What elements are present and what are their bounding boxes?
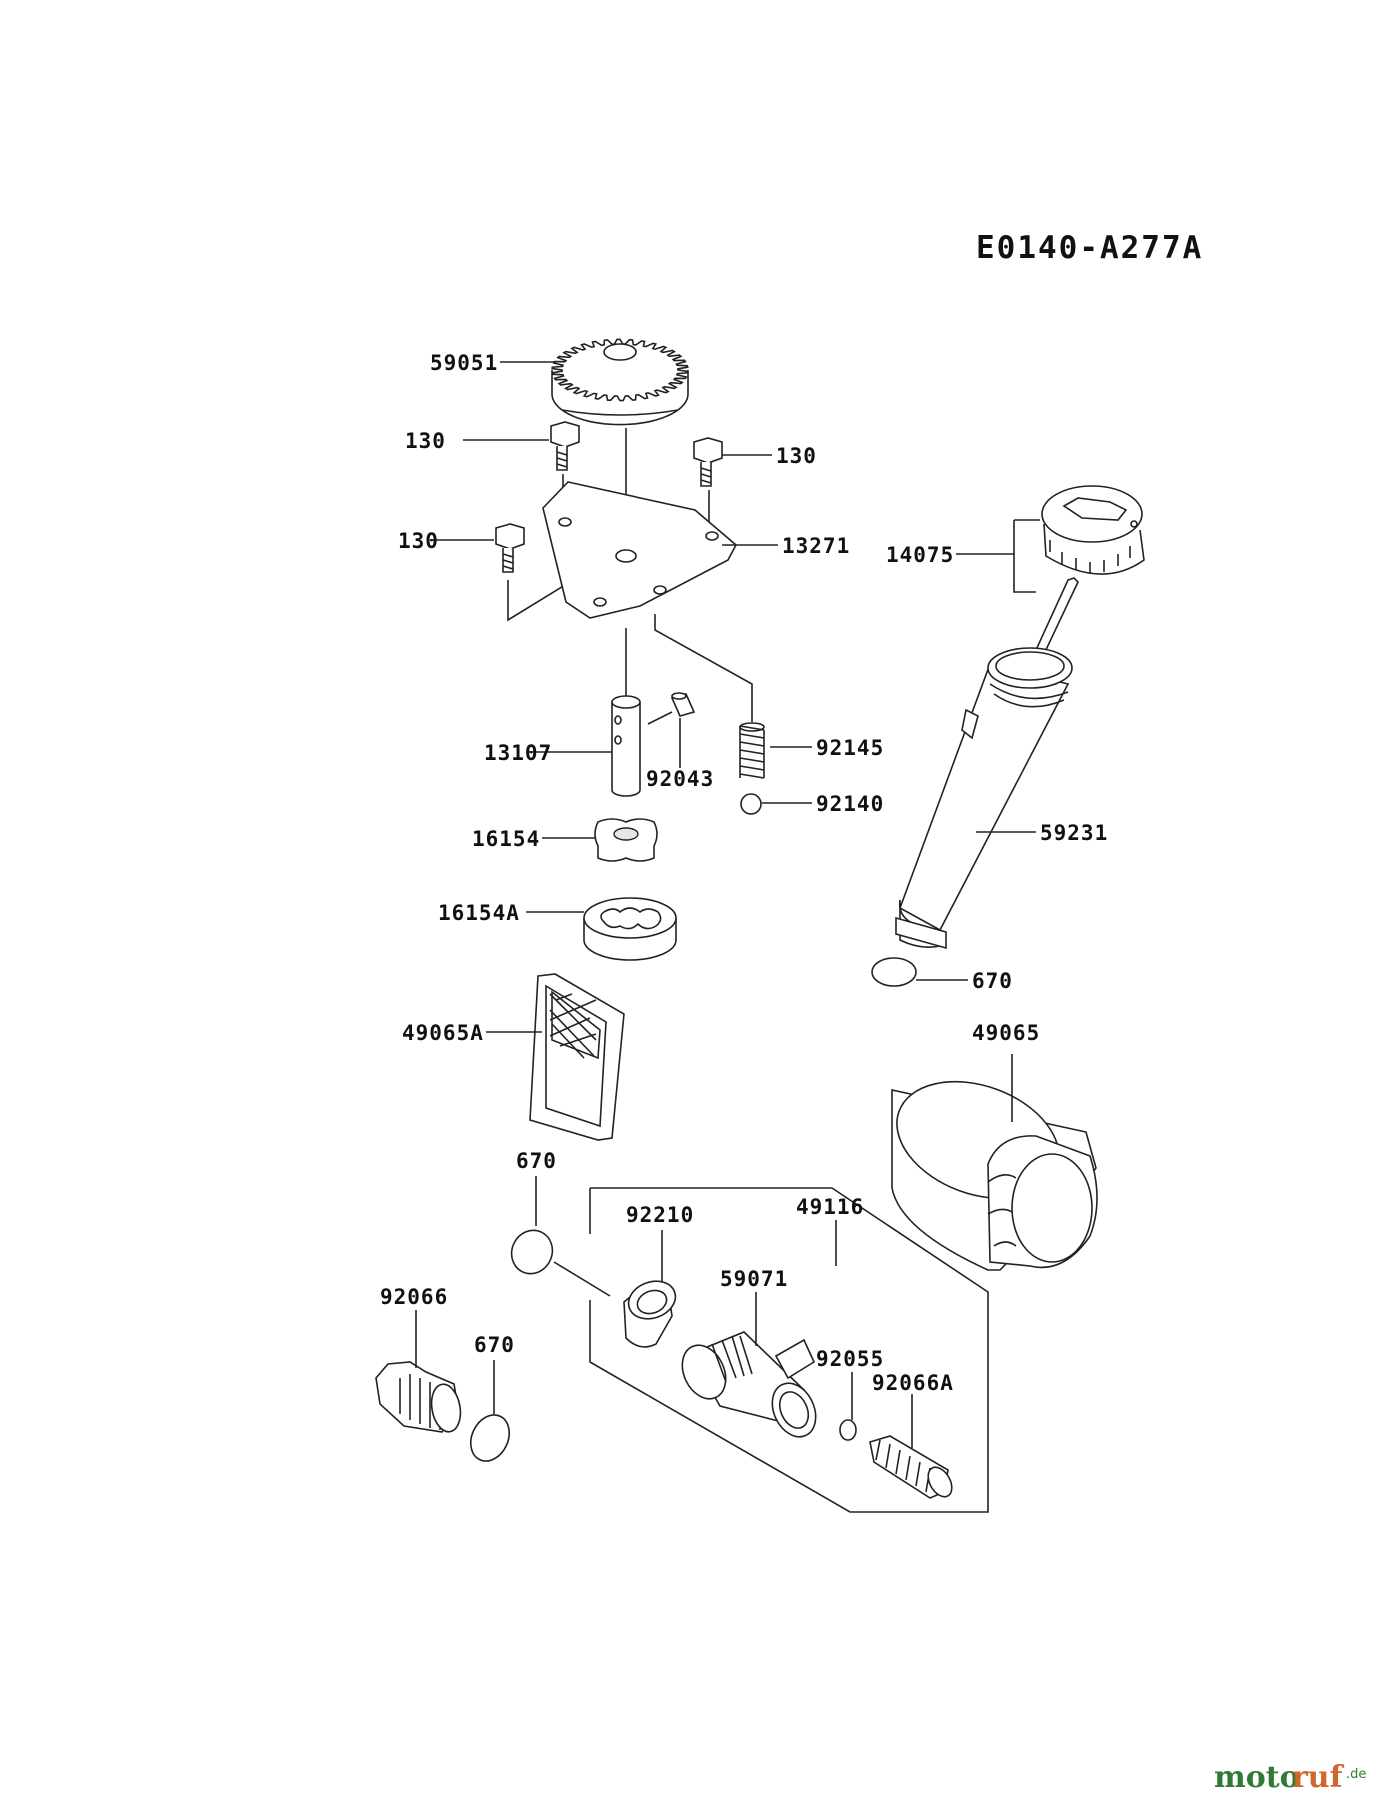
oil-strainer [529, 973, 625, 1141]
label-59231: 59231 [1040, 821, 1108, 845]
label-130-a: 130 [405, 429, 446, 453]
label-49116: 49116 [796, 1195, 864, 1219]
o-ring-middle [510, 1229, 554, 1275]
pin [670, 692, 696, 717]
pump-cover-plate [542, 481, 738, 619]
label-92140: 92140 [816, 792, 884, 816]
label-16154A: 16154A [438, 901, 520, 925]
label-130-b: 130 [776, 444, 817, 468]
oil-filler-tube [895, 647, 1073, 950]
relief-ball [740, 793, 762, 815]
oil-line-fitting [681, 1331, 817, 1438]
outer-rotor [583, 897, 677, 961]
bolt-130-left-upper [550, 421, 580, 471]
label-16154: 16154 [472, 827, 540, 851]
pump-shaft [611, 695, 641, 797]
label-92210: 92210 [626, 1203, 694, 1227]
watermark-logo: moto ruf .de [1214, 1760, 1366, 1795]
label-59071: 59071 [720, 1267, 788, 1291]
hex-nut [623, 1280, 677, 1348]
inner-rotor [594, 818, 658, 862]
watermark-suffix: .de [1346, 1767, 1366, 1782]
bolt-130-left-lower [495, 523, 525, 573]
label-92043: 92043 [646, 767, 714, 791]
label-59051: 59051 [430, 351, 498, 375]
o-ring-tube [871, 957, 917, 987]
label-13271: 13271 [782, 534, 850, 558]
threaded-plug [869, 1435, 953, 1499]
label-670-c: 670 [474, 1333, 515, 1357]
label-13107: 13107 [484, 741, 552, 765]
bolt-130-right [693, 437, 723, 487]
relief-spring [739, 722, 765, 779]
label-670-a: 670 [972, 969, 1013, 993]
label-49065: 49065 [972, 1021, 1040, 1045]
label-92145: 92145 [816, 736, 884, 760]
diagram-code: E0140-A277A [976, 230, 1203, 266]
label-670-b: 670 [516, 1149, 557, 1173]
label-92066A: 92066A [872, 1371, 954, 1395]
small-o-ring [839, 1419, 857, 1441]
o-ring-lower [469, 1414, 511, 1462]
label-14075: 14075 [886, 543, 954, 567]
drain-plug [375, 1361, 462, 1433]
label-130-c: 130 [398, 529, 439, 553]
watermark-part2: ruf [1292, 1760, 1345, 1795]
oil-filler-cap [1034, 485, 1145, 656]
oil-filter [891, 1080, 1098, 1271]
label-92066: 92066 [380, 1285, 448, 1309]
label-49065A: 49065A [402, 1021, 484, 1045]
label-92055: 92055 [816, 1347, 884, 1371]
watermark-part1: moto [1214, 1760, 1300, 1795]
oil-pump-gear [551, 338, 689, 426]
